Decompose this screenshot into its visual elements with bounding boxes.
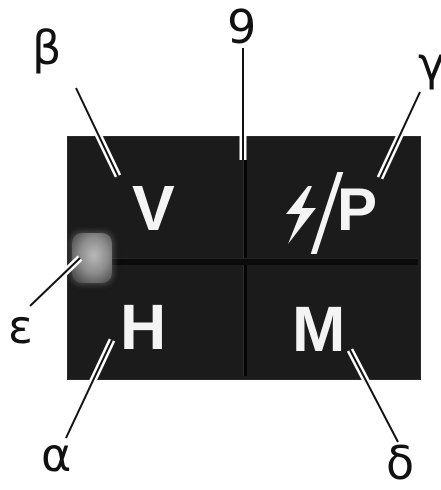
horizontal-divider (104, 258, 418, 265)
callout-beta: β (32, 21, 62, 75)
callout-delta: δ (386, 436, 415, 490)
v-button-label[interactable]: V (132, 172, 176, 244)
h-button-label[interactable]: H (120, 291, 168, 363)
p-button-label[interactable]: P (337, 176, 379, 243)
callout-theta: 9 (227, 0, 257, 54)
callout-alpha: α (41, 428, 72, 482)
lightning-bolt-icon (286, 186, 316, 244)
m-button-label[interactable]: M (292, 293, 347, 365)
callout-epsilon: ε (8, 300, 33, 354)
callout-gamma: γ (418, 37, 441, 91)
